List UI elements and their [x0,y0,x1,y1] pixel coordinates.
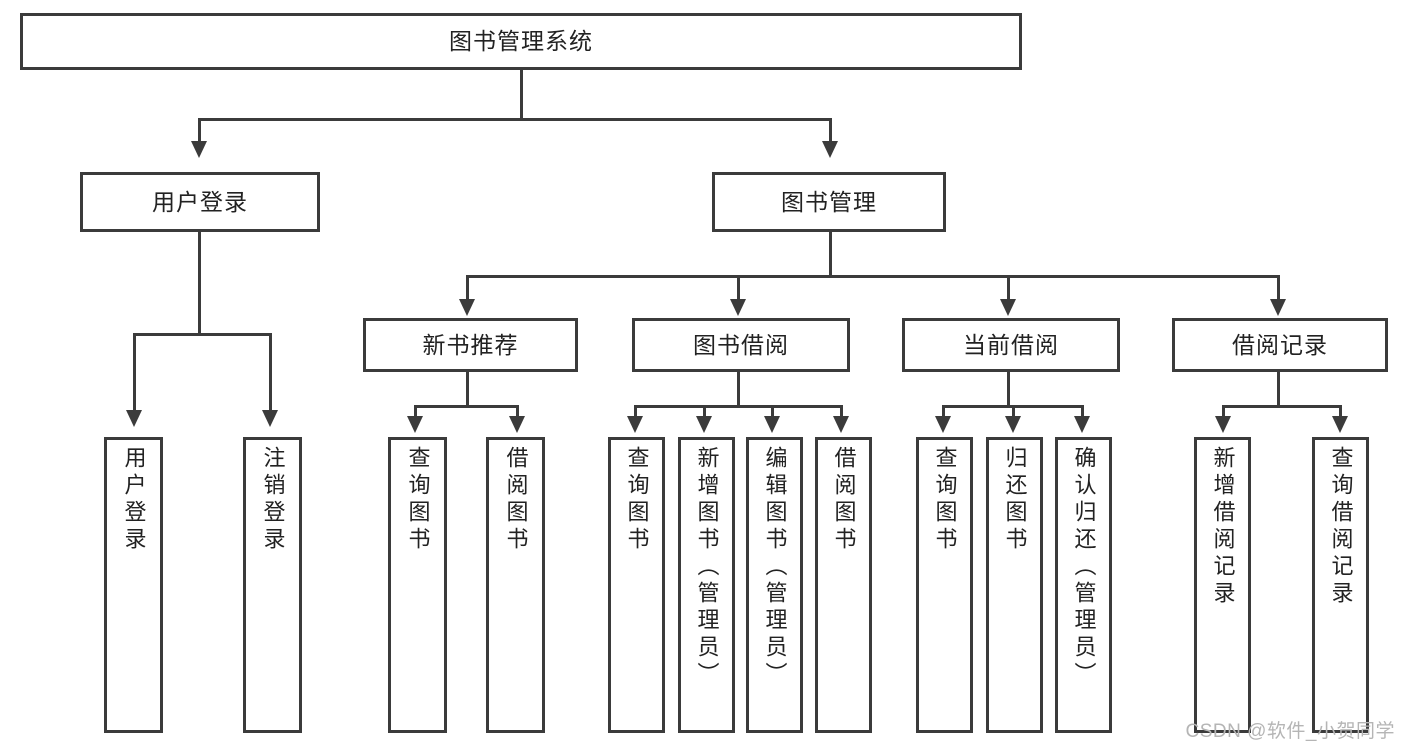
connector-to-current-borrow [1007,275,1010,301]
node-book-borrow-label: 图书借阅 [693,331,789,358]
node-borrow-record-label: 借阅记录 [1232,331,1328,358]
connector-book-manage-stem [829,232,832,277]
arrowhead-leaf-query-book-2 [627,416,643,433]
node-leaf-return-book[interactable]: 归还图书 [986,437,1043,733]
connector-to-user-login [198,118,201,143]
node-leaf-borrow-book-1[interactable]: 借阅图书 [486,437,545,733]
connector-bb-drop-2 [703,405,706,418]
connector-root-stem [520,70,523,118]
node-leaf-add-borrow-record-label: 新增借阅记录 [1210,446,1236,608]
arrowhead-book-borrow [730,299,746,316]
arrowhead-leaf-add-book [696,416,712,433]
node-leaf-edit-book-label: 编辑图书（管理员） [762,446,788,689]
connector-br-drop-2 [1339,405,1342,418]
node-leaf-logout-login[interactable]: 注销登录 [243,437,302,733]
connector-cb-drop-3 [1081,405,1084,418]
arrowhead-borrow-record [1270,299,1286,316]
arrowhead-leaf-confirm-return [1074,416,1090,433]
node-leaf-borrow-book-1-label: 借阅图书 [503,446,529,554]
connector-to-new-book-recommend [466,275,469,301]
node-root-system[interactable]: 图书管理系统 [20,13,1022,70]
arrowhead-leaf-borrow-book-2 [833,416,849,433]
connector-level2-bus [198,118,832,121]
node-borrow-record[interactable]: 借阅记录 [1172,318,1388,372]
node-leaf-query-book-1-label: 查询图书 [405,446,431,554]
connector-bb-drop-1 [634,405,637,418]
arrowhead-leaf-query-borrow-record [1332,416,1348,433]
connector-user-login-bus [133,333,271,336]
node-leaf-add-book-label: 新增图书（管理员） [694,446,720,689]
node-user-login-label: 用户登录 [152,188,248,215]
node-leaf-query-borrow-record-label: 查询借阅记录 [1328,446,1354,608]
node-current-borrow-label: 当前借阅 [963,331,1059,358]
node-book-manage-label: 图书管理 [781,188,877,215]
arrowhead-leaf-query-book-1 [407,416,423,433]
node-new-book-recommend-label: 新书推荐 [422,331,519,358]
connector-bb-drop-3 [771,405,774,418]
node-leaf-user-login[interactable]: 用户登录 [104,437,163,733]
connector-book-borrow-bus [634,405,843,408]
arrowhead-user-login [191,141,207,158]
arrowhead-new-book-recommend [459,299,475,316]
connector-to-book-manage [829,118,832,143]
arrowhead-current-borrow [1000,299,1016,316]
arrowhead-leaf-edit-book [764,416,780,433]
node-leaf-borrow-book-2-label: 借阅图书 [831,446,857,554]
arrowhead-leaf-borrow-book-1 [509,416,525,433]
connector-to-borrow-record [1277,275,1280,301]
node-leaf-edit-book[interactable]: 编辑图书（管理员） [746,437,803,733]
arrowhead-book-manage [822,141,838,158]
node-new-book-recommend[interactable]: 新书推荐 [363,318,578,372]
connector-level3-bus [466,275,1280,278]
node-leaf-query-book-2[interactable]: 查询图书 [608,437,665,733]
connector-nbr-drop-2 [516,405,519,418]
connector-book-borrow-stem [737,372,740,407]
connector-user-login-drop-1 [133,333,136,412]
node-leaf-query-book-1[interactable]: 查询图书 [388,437,447,733]
connector-bb-drop-4 [840,405,843,418]
arrowhead-leaf-return-book [1005,416,1021,433]
connector-borrow-record-stem [1277,372,1280,407]
connector-to-book-borrow [737,275,740,301]
node-leaf-confirm-return-label: 确认归还（管理员） [1071,446,1097,689]
connector-user-login-stem [198,232,201,335]
node-leaf-query-book-3[interactable]: 查询图书 [916,437,973,733]
node-leaf-borrow-book-2[interactable]: 借阅图书 [815,437,872,733]
arrowhead-leaf-add-borrow-record [1215,416,1231,433]
node-leaf-query-book-3-label: 查询图书 [932,446,958,554]
node-leaf-return-book-label: 归还图书 [1002,446,1028,554]
node-current-borrow[interactable]: 当前借阅 [902,318,1120,372]
connector-new-book-recommend-stem [466,372,469,407]
node-leaf-query-book-2-label: 查询图书 [624,446,650,554]
connector-nbr-drop-1 [414,405,417,418]
connector-cb-drop-2 [1012,405,1015,418]
arrowhead-leaf-query-book-3 [935,416,951,433]
arrowhead-leaf-logout-login [262,410,278,427]
connector-cb-drop-1 [942,405,945,418]
arrowhead-leaf-user-login [126,410,142,427]
connector-user-login-drop-2 [269,333,272,412]
csdn-watermark: CSDN @软件_小贺同学 [1185,721,1395,742]
node-user-login[interactable]: 用户登录 [80,172,320,232]
connector-new-book-recommend-bus [414,405,519,408]
connector-borrow-record-bus [1222,405,1342,408]
node-book-borrow[interactable]: 图书借阅 [632,318,850,372]
connector-br-drop-1 [1222,405,1225,418]
node-book-manage[interactable]: 图书管理 [712,172,946,232]
node-leaf-confirm-return[interactable]: 确认归还（管理员） [1055,437,1112,733]
connector-current-borrow-stem [1007,372,1010,407]
connector-current-borrow-bus [942,405,1081,408]
node-leaf-query-borrow-record[interactable]: 查询借阅记录 [1312,437,1369,733]
node-leaf-logout-login-label: 注销登录 [260,446,286,554]
node-leaf-add-borrow-record[interactable]: 新增借阅记录 [1194,437,1251,733]
node-leaf-add-book[interactable]: 新增图书（管理员） [678,437,735,733]
node-root-system-label: 图书管理系统 [449,28,593,55]
node-leaf-user-login-label: 用户登录 [121,446,147,554]
